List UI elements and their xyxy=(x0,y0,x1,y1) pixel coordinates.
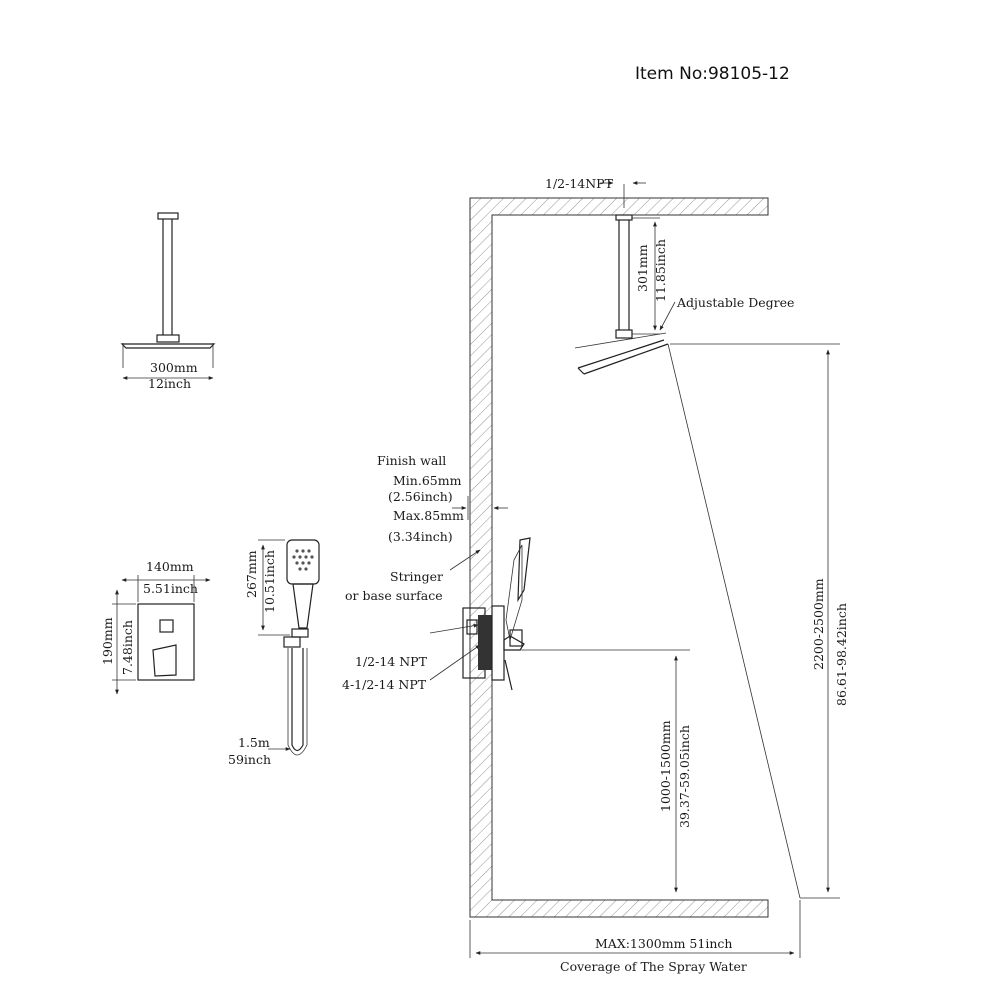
valve-plate-width-mm: 140mm xyxy=(146,559,194,574)
finish-wall-min-mm: Min.65mm xyxy=(393,473,462,488)
valve-plate-height-inch: 7.48inch xyxy=(120,620,135,675)
hand-shower-drawing xyxy=(258,539,320,756)
finish-wall-max-mm: Max.85mm xyxy=(393,508,464,523)
coverage-max-label: MAX:1300mm 51inch xyxy=(595,936,732,951)
total-height-dimension xyxy=(670,343,840,899)
item-number-title: Item No:98105-12 xyxy=(635,64,790,84)
adjustable-degree-label: Adjustable Degree xyxy=(676,295,794,310)
stringer-label: Stringer xyxy=(390,569,443,584)
finish-wall-dimensions xyxy=(429,496,508,681)
arm-length-mm: 301mm xyxy=(635,244,650,292)
ceiling-arm-drawing xyxy=(574,181,801,899)
finish-wall-label: Finish wall xyxy=(377,453,446,468)
finish-wall-max-inch: (3.34inch) xyxy=(388,529,453,544)
valve-plate-width-inch: 5.51inch xyxy=(143,581,198,596)
shower-head-width-mm: 300mm xyxy=(150,360,198,375)
coverage-label: Coverage of The Spray Water xyxy=(560,959,747,974)
finish-wall-min-inch: (2.56inch) xyxy=(388,489,453,504)
valve-height-dimension xyxy=(520,649,690,893)
wall-section xyxy=(469,197,769,918)
hose-length-m: 1.5m xyxy=(238,735,270,750)
arm-length-inch: 11.85inch xyxy=(653,239,668,302)
coverage-dimension xyxy=(469,900,801,958)
total-height-mm: 2200-2500mm xyxy=(811,578,826,670)
valve-height-mm: 1000-1500mm xyxy=(658,720,673,812)
base-surface-label: or base surface xyxy=(345,588,443,603)
shower-head-width-inch: 12inch xyxy=(148,376,191,391)
valve-plate-drawing xyxy=(112,575,211,695)
valve-plate-height-mm: 190mm xyxy=(100,617,115,665)
in-wall-valve-drawing xyxy=(462,537,531,691)
hand-shower-length-inch: 10.51inch xyxy=(262,550,277,613)
npt-label-1: 1/2-14 NPT xyxy=(355,654,428,669)
ceiling-thread-label: 1/2-14NPT xyxy=(545,176,614,191)
npt-label-2: 4-1/2-14 NPT xyxy=(342,677,427,692)
shower-head-drawing xyxy=(120,212,216,380)
valve-height-inch: 39.37-59.05inch xyxy=(677,725,692,828)
total-height-inch: 86.61-98.42inch xyxy=(834,603,849,706)
hand-shower-length-mm: 267mm xyxy=(244,550,259,598)
hose-length-inch: 59inch xyxy=(228,752,271,767)
